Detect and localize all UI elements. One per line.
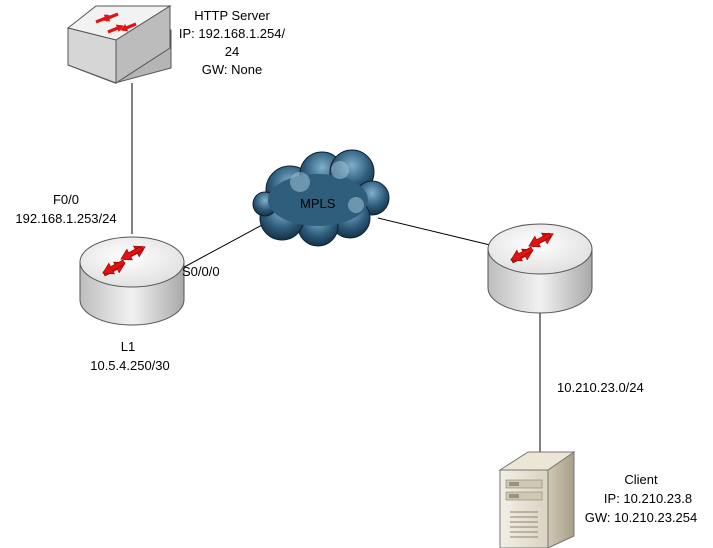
router-icon-remote [487,223,593,314]
link-l1-mpls [174,224,263,273]
http-server-gw: GW: None [202,62,262,77]
l1-s0-label: S0/0/0 [182,264,220,279]
cloud-icon: MPLS [252,149,390,247]
client-subnet-label: 10.210.23.0/24 [557,380,644,395]
mpls-label: MPLS [300,196,336,211]
l1-f0-label: F0/0 [53,192,79,207]
server-tower-icon [498,451,576,548]
http-server-name: HTTP Server [194,8,270,23]
http-server-ip: IP: 192.168.1.254/ [179,26,286,41]
router-icon-l1 [79,236,185,326]
l1-name: L1 [121,339,135,354]
client-gw: GW: 10.210.23.254 [585,510,698,525]
client-ip: IP: 10.210.23.8 [604,491,692,506]
l1-f0-ip: 192.168.1.253/24 [15,211,116,226]
l1-wan-ip: 10.5.4.250/30 [90,358,170,373]
http-server-ip-mask: 24 [225,44,239,59]
client-name: Client [624,472,658,487]
link-mpls-router [377,217,491,246]
switch-icon [66,5,172,84]
